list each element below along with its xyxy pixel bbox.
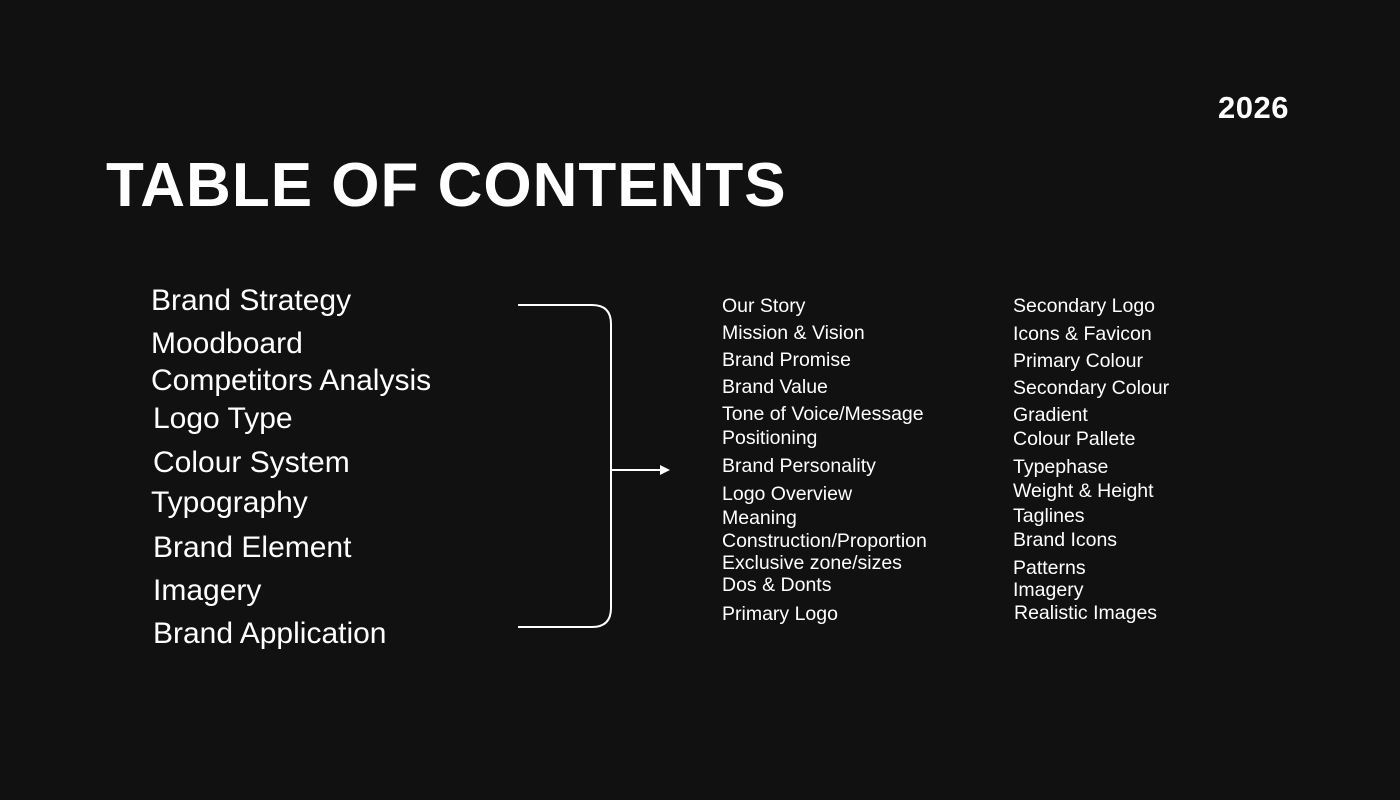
topic-item: Icons & Favicon bbox=[1013, 323, 1152, 345]
topic-item: Primary Colour bbox=[1013, 350, 1144, 372]
topic-item: Tone of Voice/Message bbox=[722, 403, 924, 425]
topic-item: Mission & Vision bbox=[722, 322, 865, 344]
topic-item: Taglines bbox=[1013, 505, 1085, 527]
section-item: Logo Type bbox=[153, 402, 293, 435]
page-title: TABLE OF CONTENTS bbox=[106, 151, 787, 220]
topic-item: Dos & Donts bbox=[722, 574, 832, 596]
year-label: 2026 bbox=[1218, 90, 1289, 125]
topic-item: Weight & Height bbox=[1013, 480, 1154, 502]
section-item: Moodboard bbox=[151, 327, 303, 360]
section-item: Imagery bbox=[153, 574, 262, 607]
topic-item: Colour Pallete bbox=[1013, 428, 1136, 450]
section-item: Brand Application bbox=[153, 617, 387, 650]
section-item: Colour System bbox=[153, 446, 350, 479]
topic-item: Secondary Colour bbox=[1013, 377, 1170, 399]
topic-item: Secondary Logo bbox=[1013, 295, 1156, 317]
topic-item: Our Story bbox=[722, 295, 806, 317]
topic-item: Positioning bbox=[722, 427, 818, 449]
topic-item: Construction/Proportion bbox=[722, 530, 927, 552]
topic-item: Brand Value bbox=[722, 376, 828, 398]
topic-item: Imagery bbox=[1013, 579, 1084, 601]
topic-item: Meaning bbox=[722, 507, 797, 529]
topic-item: Gradient bbox=[1013, 404, 1088, 426]
section-item: Brand Element bbox=[153, 531, 352, 564]
topic-item: Brand Promise bbox=[722, 349, 851, 371]
topic-item: Brand Personality bbox=[722, 455, 876, 477]
topic-item: Brand Icons bbox=[1013, 529, 1118, 551]
topic-item: Typephase bbox=[1013, 456, 1109, 478]
topic-item: Primary Logo bbox=[722, 603, 838, 625]
topic-item: Realistic Images bbox=[1014, 602, 1158, 624]
topic-item: Exclusive zone/sizes bbox=[722, 552, 902, 574]
topic-item: Patterns bbox=[1013, 557, 1086, 579]
topic-item: Logo Overview bbox=[722, 483, 853, 505]
section-item: Typography bbox=[151, 486, 308, 519]
section-item: Brand Strategy bbox=[151, 284, 352, 317]
section-item: Competitors Analysis bbox=[151, 364, 432, 397]
